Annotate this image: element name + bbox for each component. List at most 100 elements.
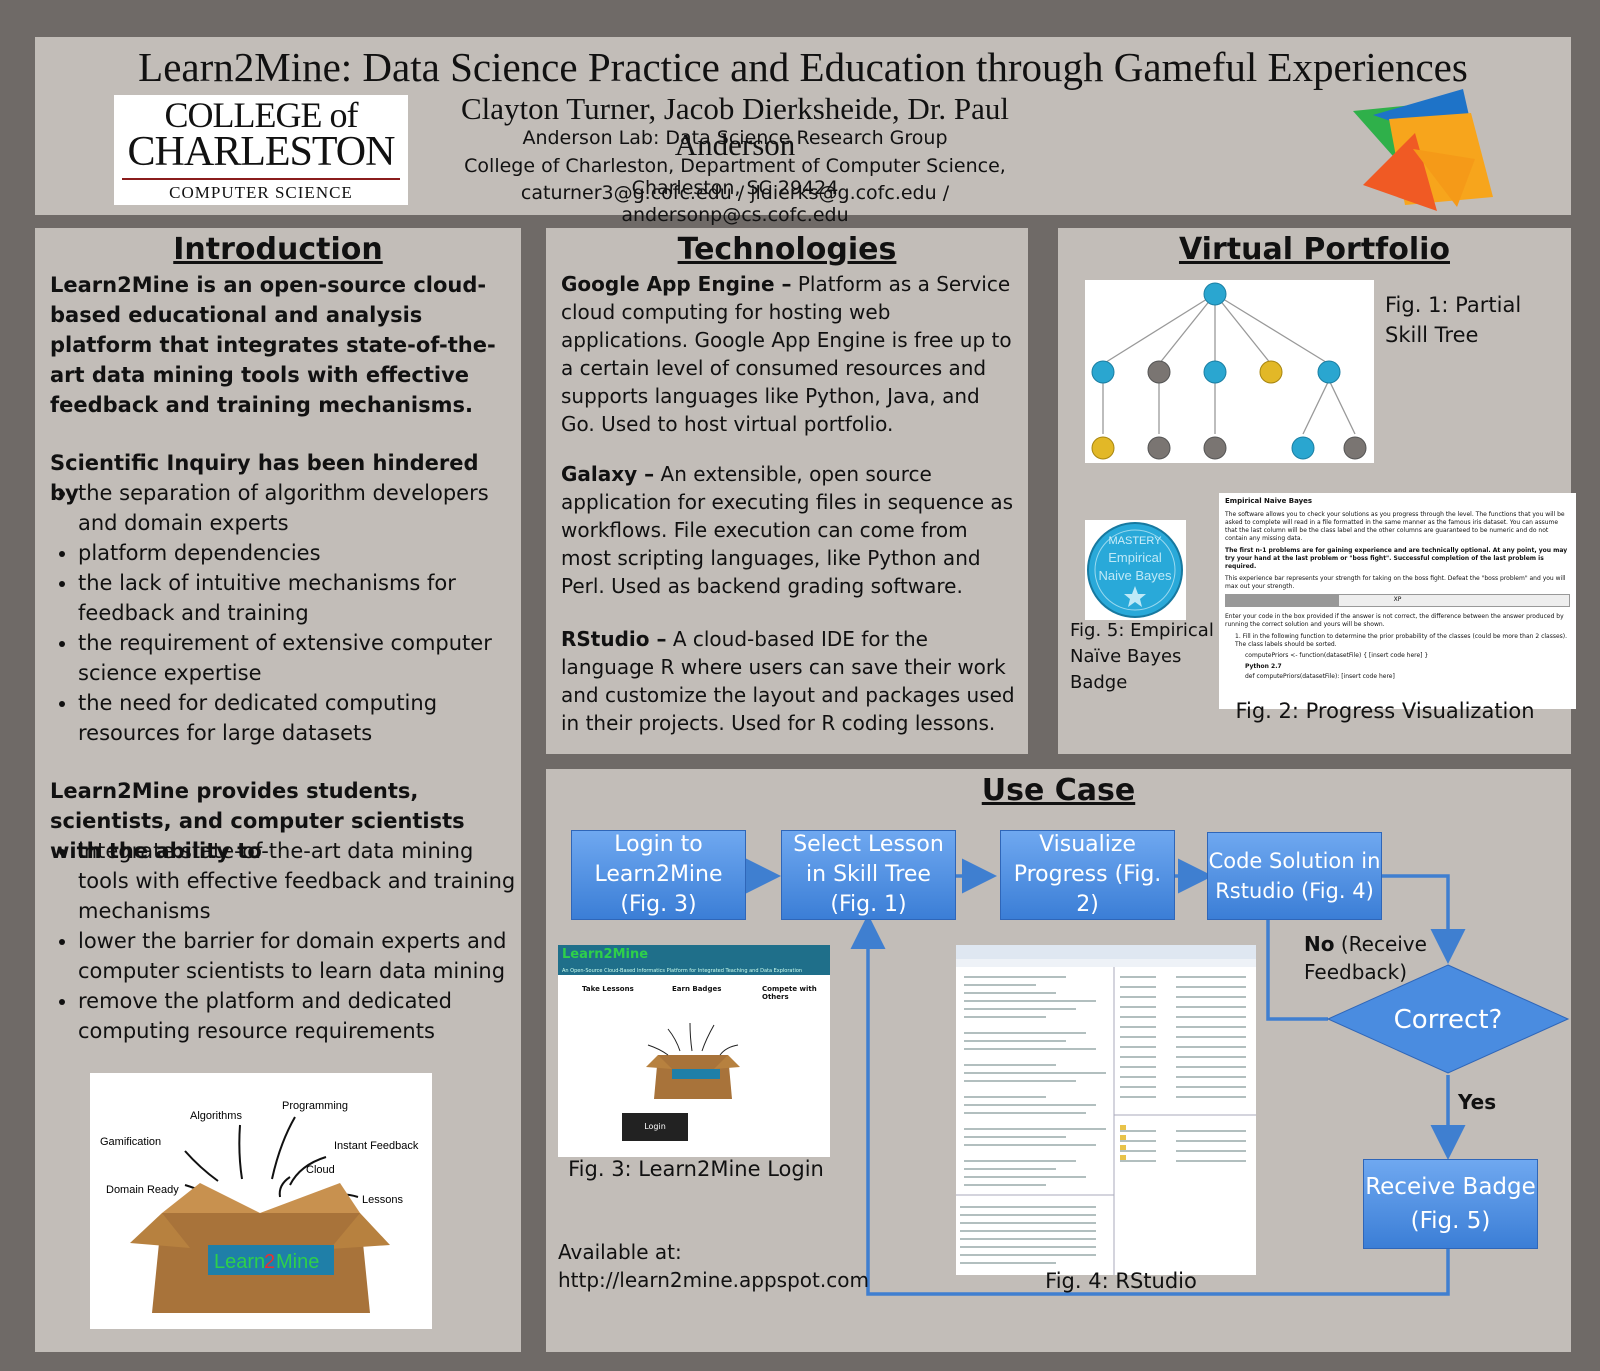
progress-text: 1. Fill in the following function to det… bbox=[1235, 633, 1568, 648]
progress-text: The software allows you to check your so… bbox=[1225, 511, 1565, 542]
list-item: the separation of algorithm developers a… bbox=[78, 478, 518, 538]
hindered-heading: Scientific Inquiry has been hindered by bbox=[50, 451, 479, 505]
intro-lead: Learn2Mine is an open-source cloud-based… bbox=[50, 273, 496, 417]
tech-item-rstudio: RStudio – A cloud-based IDE for the lang… bbox=[561, 625, 1016, 737]
list-item: the lack of intuitive mechanisms for fee… bbox=[78, 568, 518, 628]
learn2mine-box-graphic: Algorithms Programming Gamification Inst… bbox=[90, 1073, 432, 1329]
xp-label: XP bbox=[1393, 596, 1402, 603]
tech-item-gae: Google App Engine – Platform as a Servic… bbox=[561, 270, 1016, 438]
graphic-label: Programming bbox=[282, 1100, 348, 1112]
fig5-caption: Fig. 5: Empirical Naïve Bayes Badge bbox=[1070, 620, 1214, 693]
tech-name: Galaxy – bbox=[561, 462, 655, 486]
rstudio-ide-thumbnail bbox=[956, 945, 1256, 1275]
graphic-label: Cloud bbox=[306, 1164, 335, 1176]
login-col2: Earn Badges bbox=[672, 985, 722, 993]
tech-name: RStudio – bbox=[561, 627, 667, 651]
progress-text: This experience bar represents your stre… bbox=[1225, 575, 1566, 590]
progress-text: The first n-1 problems are for gaining e… bbox=[1225, 547, 1568, 570]
list-item: remove the platform and dedicated comput… bbox=[78, 986, 528, 1046]
login-screenshot: Learn2Mine An Open-Source Cloud-Based In… bbox=[558, 945, 830, 1157]
list-item: the need for dedicated computing resourc… bbox=[78, 688, 518, 748]
progress-code: computePriors <- function(datasetFile) {… bbox=[1245, 652, 1429, 659]
graphic-label: Gamification bbox=[100, 1136, 161, 1148]
tech-desc: A cloud-based IDE for the language R whe… bbox=[561, 627, 1015, 735]
list-item: lower the barrier for domain experts and… bbox=[78, 926, 528, 986]
progress-text: Enter your code in the box provided if t… bbox=[1225, 613, 1564, 628]
list-item: platform dependencies bbox=[78, 538, 518, 568]
introduction-title: Introduction bbox=[173, 232, 383, 267]
xp-fill bbox=[1226, 595, 1340, 606]
progress-visualization-figure: Empirical Naive Bayes The software allow… bbox=[1219, 493, 1576, 709]
fig4-caption: Fig. 4: RStudio bbox=[1045, 1269, 1197, 1293]
skill-tree-figure bbox=[1085, 280, 1374, 463]
graphic-label: Domain Ready bbox=[106, 1184, 179, 1196]
use-case-panel: Use Case Correct? Login to Learn2Mine (F… bbox=[546, 769, 1571, 1352]
no-label-bold: No bbox=[1304, 932, 1335, 956]
authors: Clayton Turner, Jacob Dierksheide, Dr. P… bbox=[460, 91, 1010, 162]
badge-top-text: MASTERY bbox=[1109, 535, 1163, 547]
graphic-label: Instant Feedback bbox=[334, 1140, 419, 1152]
lab-logo-icon bbox=[1353, 89, 1493, 211]
tech-name: Google App Engine – bbox=[561, 272, 792, 296]
login-col3: Compete with Others bbox=[762, 985, 817, 1001]
box-brand-c: Mine bbox=[276, 1251, 319, 1273]
no-branch-label: No (Receive Feedback) bbox=[1304, 930, 1434, 986]
logo-line2: CHARLESTON bbox=[127, 129, 396, 175]
flow-arrows: Correct? bbox=[746, 858, 1570, 1296]
fig1-caption: Fig. 1: Partial Skill Tree bbox=[1385, 293, 1522, 347]
tech-desc: An extensible, open source application f… bbox=[561, 462, 1014, 598]
badge-mid-text: Empirical bbox=[1108, 550, 1162, 565]
tech-desc: Platform as a Service cloud computing fo… bbox=[561, 272, 1012, 436]
badge-figure: MASTERY Empirical Naive Bayes bbox=[1085, 520, 1186, 620]
mini-box-icon bbox=[646, 1022, 740, 1099]
available-label: Available at: bbox=[558, 1240, 682, 1264]
box-brand-a: Learn bbox=[214, 1251, 265, 1273]
login-brand: Learn2Mine bbox=[558, 945, 830, 967]
login-tagline: An Open-Source Cloud-Based Informatics P… bbox=[558, 967, 830, 975]
decision-label: Correct? bbox=[1394, 1005, 1503, 1035]
graphic-label: Algorithms bbox=[190, 1110, 242, 1122]
graphic-label: Lessons bbox=[362, 1194, 403, 1206]
provides-list: integrate state-of-the-art data mining t… bbox=[50, 836, 528, 1046]
virtual-portfolio-panel: Virtual Portfolio Fig. 1: Partial Skill … bbox=[1058, 228, 1576, 754]
emails: caturner3@g.cofc.edu / jldierks@g.cofc.e… bbox=[520, 182, 950, 226]
yes-branch-label: Yes bbox=[1458, 1090, 1497, 1114]
fig3-caption: Fig. 3: Learn2Mine Login bbox=[568, 1157, 824, 1181]
step-visualize-progress: Visualize Progress (Fig. 2) bbox=[1000, 830, 1175, 920]
poster-header: Learn2Mine: Data Science Practice and Ed… bbox=[35, 37, 1571, 226]
usecase-title: Use Case bbox=[981, 773, 1136, 808]
login-button[interactable]: Login bbox=[622, 1113, 688, 1141]
mastery-badge-icon: MASTERY Empirical Naive Bayes bbox=[1087, 522, 1183, 618]
badge-bottom-text: Naive Bayes bbox=[1099, 568, 1172, 583]
step-select-lesson: Select Lesson in Skill Tree (Fig. 1) bbox=[781, 830, 956, 920]
available-url[interactable]: http://learn2mine.appspot.com bbox=[558, 1268, 869, 1292]
provides-heading: Learn2Mine provides students, scientists… bbox=[50, 779, 465, 863]
college-logo: COLLEGE of CHARLESTON COMPUTER SCIENCE bbox=[114, 95, 408, 205]
list-item: integrate state-of-the-art data mining t… bbox=[78, 836, 528, 926]
progress-heading: Empirical Naive Bayes bbox=[1225, 497, 1313, 505]
step-code-solution: Code Solution in Rstudio (Fig. 4) bbox=[1207, 832, 1382, 920]
box-brand-b: 2 bbox=[264, 1251, 275, 1273]
list-item: the requirement of extensive computer sc… bbox=[78, 628, 518, 688]
logo-line1: COLLEGE of bbox=[164, 95, 359, 135]
portfolio-title: Virtual Portfolio bbox=[1178, 232, 1450, 267]
login-col1: Take Lessons bbox=[582, 985, 634, 993]
hindered-list: the separation of algorithm developers a… bbox=[50, 478, 518, 748]
logo-line3: COMPUTER SCIENCE bbox=[169, 183, 353, 202]
technologies-title: Technologies bbox=[677, 232, 897, 267]
logo-rule bbox=[122, 178, 400, 180]
step-login: Login to Learn2Mine (Fig. 3) bbox=[571, 830, 746, 920]
introduction-panel: Introduction Learn2Mine is an open-sourc… bbox=[35, 228, 521, 1352]
progress-code: def computePriors(datasetFile): [insert … bbox=[1245, 673, 1395, 680]
fig2-caption: Fig. 2: Progress Visualization bbox=[1235, 699, 1535, 723]
affiliation: College of Charleston, Department of Com… bbox=[464, 155, 1006, 199]
rstudio-screenshot bbox=[956, 945, 1256, 1275]
step-receive-badge: Receive Badge (Fig. 5) bbox=[1363, 1159, 1538, 1249]
no-label-rest: (Receive Feedback) bbox=[1304, 932, 1427, 984]
tech-item-galaxy: Galaxy – An extensible, open source appl… bbox=[561, 460, 1016, 600]
poster-title: Learn2Mine: Data Science Practice and Ed… bbox=[138, 44, 1468, 90]
technologies-panel: Technologies Google App Engine – Platfor… bbox=[546, 228, 1028, 754]
xp-bar: XP bbox=[1225, 594, 1570, 607]
progress-text: Python 2.7 bbox=[1245, 663, 1282, 670]
lab-name: Anderson Lab: Data Science Research Grou… bbox=[522, 127, 948, 149]
